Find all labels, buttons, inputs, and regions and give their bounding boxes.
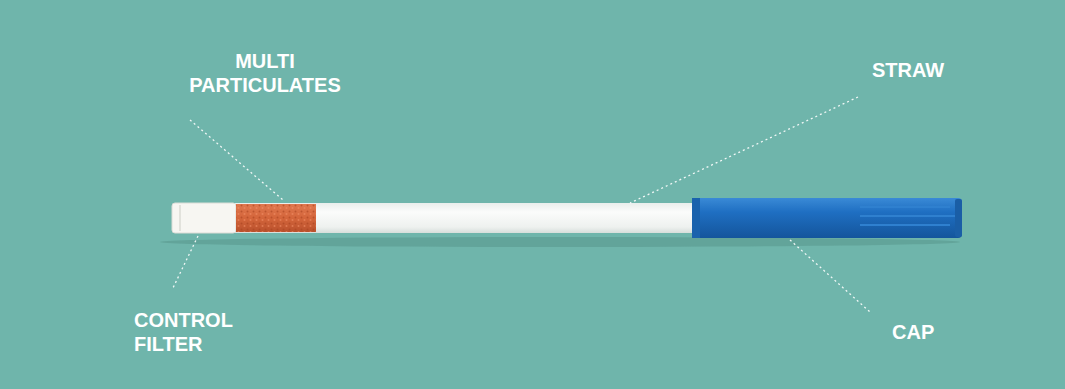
filter-edge <box>179 205 181 231</box>
part-label: STRAW <box>872 58 992 82</box>
cap-end <box>955 199 962 237</box>
control-filter <box>172 203 236 233</box>
particulate-grain <box>236 204 316 232</box>
cap-rim <box>692 198 700 238</box>
cap-ridges <box>860 207 955 225</box>
leader-line <box>790 240 870 312</box>
leader-line <box>630 97 858 203</box>
part-label: CONTROL FILTER <box>134 308 264 356</box>
blue-cap <box>692 198 962 238</box>
part-label: CAP <box>892 320 972 344</box>
leader-line <box>172 236 198 290</box>
shadow <box>160 237 960 247</box>
leader-line <box>190 120 283 200</box>
multi-particulates <box>236 204 316 232</box>
straw-tube <box>172 203 702 233</box>
part-label: MULTI PARTICULATES <box>185 49 345 97</box>
